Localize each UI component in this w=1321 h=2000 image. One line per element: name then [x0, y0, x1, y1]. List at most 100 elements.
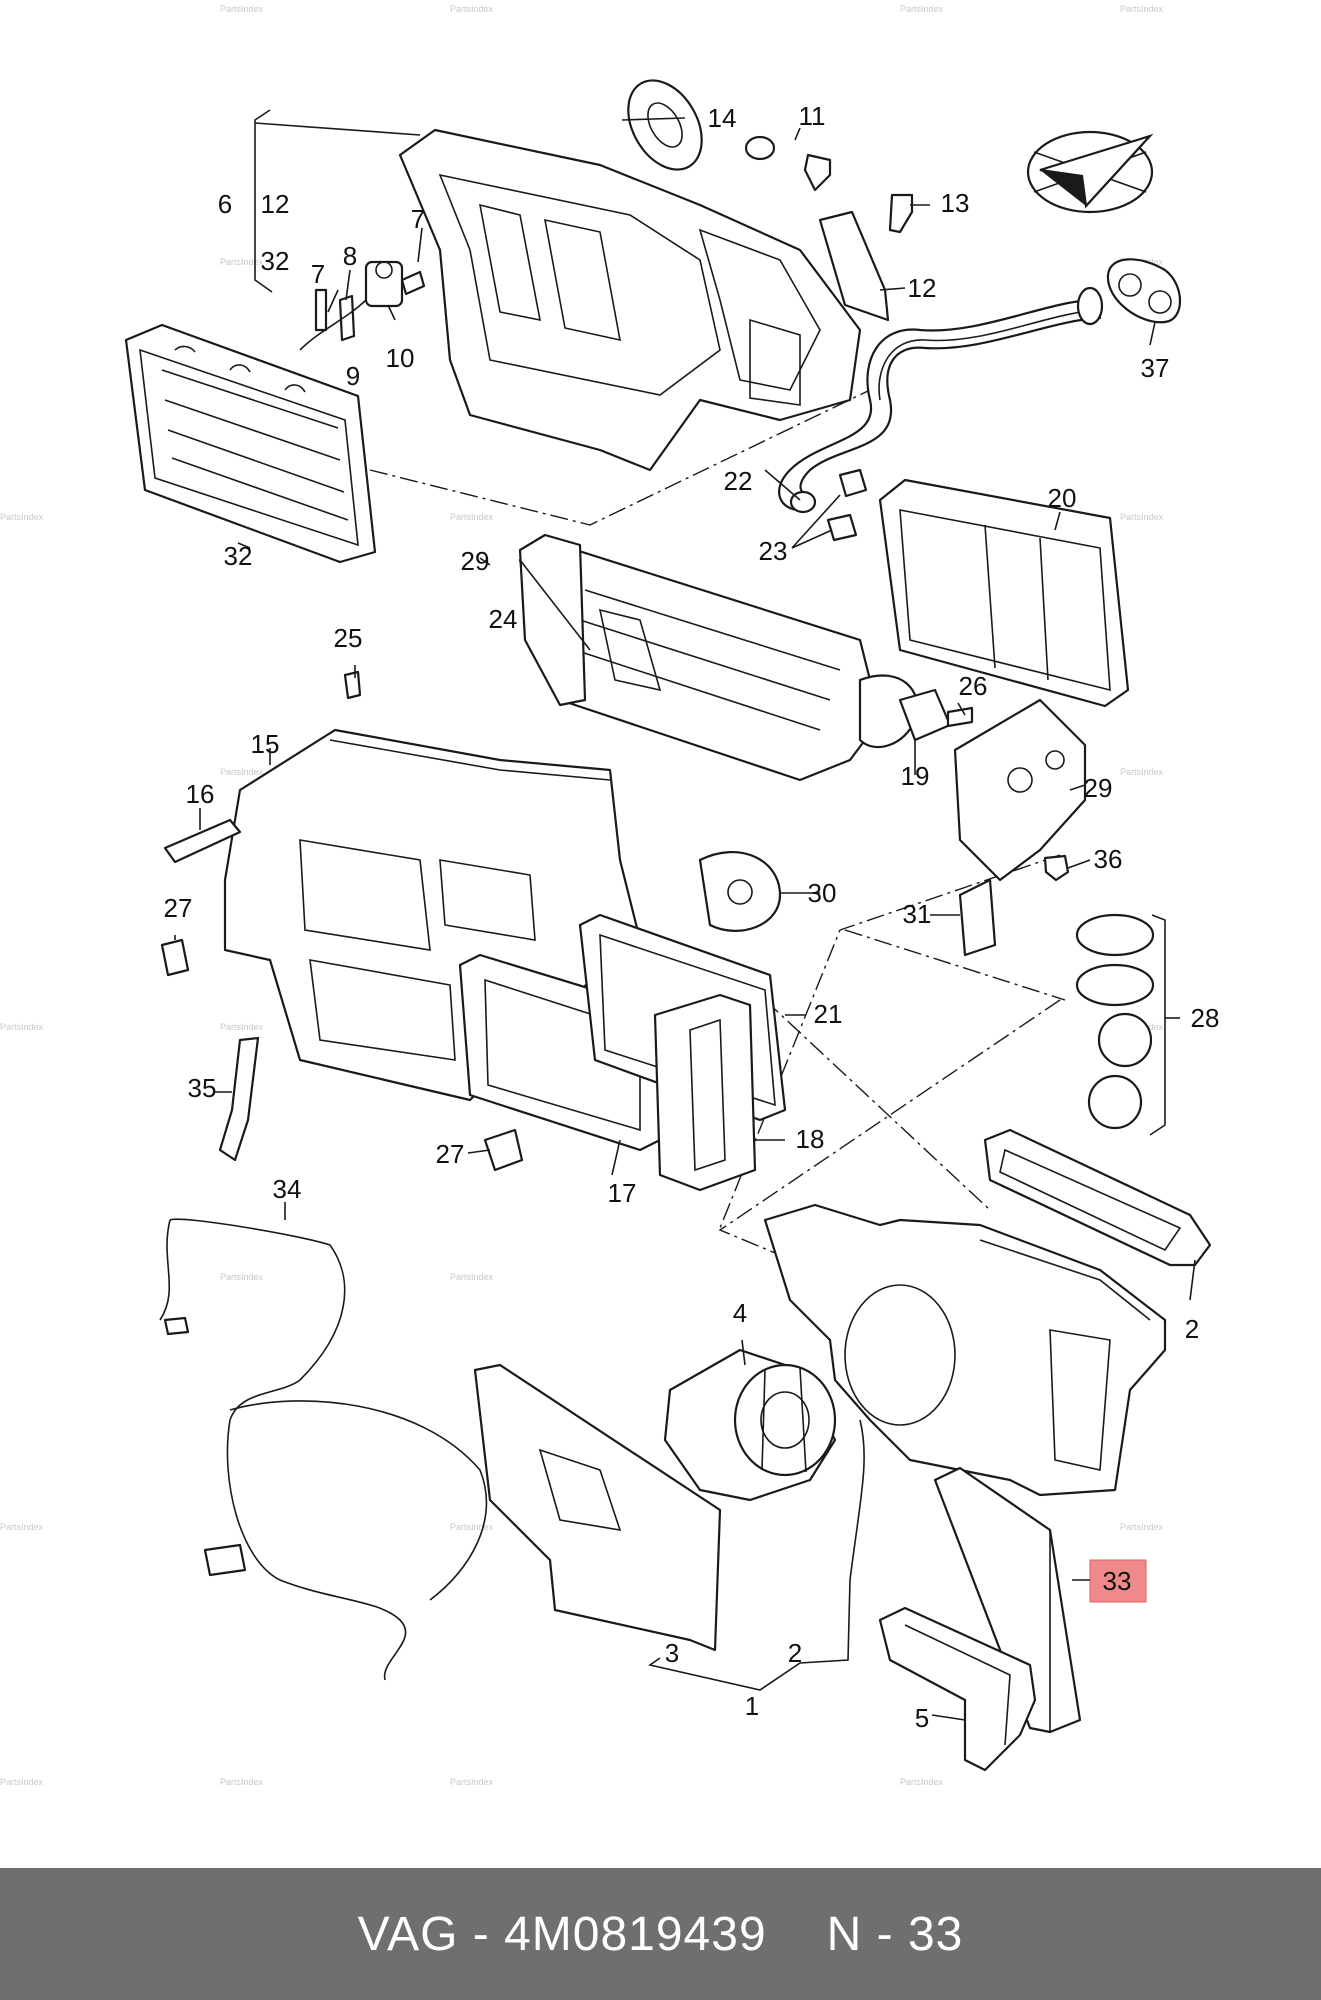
callout-26: 26: [959, 671, 988, 701]
callout-20: 20: [1048, 483, 1077, 513]
callout-4: 4: [733, 1298, 747, 1328]
watermark: PartsIndex: [450, 512, 494, 522]
heater-core: [878, 478, 1130, 708]
watermark: PartsIndex: [220, 4, 264, 14]
pipe-seal: [1106, 258, 1181, 324]
expansion-valve: [299, 260, 426, 351]
side-panel-left: [518, 533, 587, 707]
callout-25: 25: [334, 623, 363, 653]
grommet: [627, 79, 703, 171]
blower-housing: [763, 1203, 1167, 1497]
actuator-27a: [160, 938, 190, 977]
callout-11: 11: [799, 101, 826, 131]
pipe-clips: [826, 468, 868, 542]
watermark: PartsIndex: [220, 1022, 264, 1032]
blower-motor: [663, 1348, 837, 1502]
callout-21: 21: [814, 999, 843, 1029]
screw-26: [946, 706, 974, 728]
brand-name: VAG: [357, 1907, 459, 1961]
frame-18: [653, 993, 757, 1192]
callout-12: 12: [261, 189, 290, 219]
watermark: PartsIndex: [220, 767, 264, 777]
highlight-box: [1089, 1559, 1147, 1603]
evaporator-core: [124, 323, 377, 564]
gear-set: [1075, 913, 1155, 1130]
watermark: PartsIndex: [0, 512, 44, 522]
screw-36: [1043, 854, 1070, 882]
callout-2-b: 2: [1185, 1314, 1199, 1344]
assembly-lines: [369, 389, 1066, 1256]
diagram-position: N - 33: [826, 1907, 964, 1961]
watermark: PartsIndex: [220, 257, 264, 267]
callout-36: 36: [1094, 844, 1123, 874]
callout-32-b: 32: [224, 541, 253, 571]
callout-5: 5: [915, 1703, 929, 1733]
callout-29-b: 29: [1084, 773, 1113, 803]
callout-16: 16: [186, 779, 215, 809]
bracket-12: [818, 210, 890, 322]
callout-28: 28: [1191, 1003, 1220, 1033]
watermark: PartsIndex: [220, 1777, 264, 1787]
watermark: PartsIndex: [1120, 512, 1164, 522]
watermark: PartsIndex: [0, 1022, 44, 1032]
side-panel-right: [953, 698, 1087, 882]
callout-9: 9: [346, 361, 360, 391]
callout-13: 13: [941, 188, 970, 218]
callout-34: 34: [273, 1174, 302, 1204]
watermark: PartsIndex: [450, 1522, 494, 1532]
callout-7: 7: [411, 204, 425, 234]
actuator-27b: [483, 1128, 524, 1172]
callout-14: 14: [708, 103, 737, 133]
direction-arrow-icon: [1026, 130, 1154, 214]
frame-seal: [983, 1128, 1212, 1267]
wiring-harness: [159, 1218, 488, 1681]
brand-separator: -: [458, 1907, 505, 1961]
callout-10: 10: [386, 343, 415, 373]
callout-31: 31: [903, 899, 932, 929]
coolant-pipes: [778, 286, 1104, 514]
callout-24: 24: [489, 604, 518, 634]
callout-35: 35: [188, 1073, 217, 1103]
watermark: PartsIndex: [1120, 767, 1164, 777]
watermark: PartsIndex: [450, 1272, 494, 1282]
watermark: PartsIndex: [0, 1522, 44, 1532]
callout-22: 22: [724, 466, 753, 496]
callout-18: 18: [796, 1124, 825, 1154]
callout-6: 6: [218, 189, 232, 219]
watermark: PartsIndex: [0, 1777, 44, 1787]
watermark: PartsIndex: [450, 1777, 494, 1787]
watermark: PartsIndex: [1120, 1522, 1164, 1532]
sensor-13: [888, 193, 914, 234]
callout-27: 27: [164, 893, 193, 923]
watermark: PartsIndex: [450, 4, 494, 14]
watermark: PartsIndex: [1120, 4, 1164, 14]
callout-37: 37: [1141, 353, 1170, 383]
callout-30: 30: [808, 878, 837, 908]
sensor-11: [744, 135, 832, 192]
callout-2: 2: [788, 1638, 802, 1668]
lever-16: [163, 818, 242, 864]
cable-35: [218, 1036, 260, 1162]
cabin-filter: [933, 1466, 1082, 1734]
watermark: PartsIndex: [220, 1272, 264, 1282]
bracket-31: [958, 878, 997, 957]
callout-12-b: 12: [908, 273, 937, 303]
watermark: PartsIndex: [900, 1777, 944, 1787]
parts-diagram: PartsIndex PartsIndex PartsIndex PartsIn…: [0, 4, 1220, 1787]
clip-25: [343, 670, 362, 700]
watermark: PartsIndex: [900, 4, 944, 14]
callout-19: 19: [901, 761, 930, 791]
callout-33: 33: [1103, 1566, 1132, 1596]
callout-7-b: 7: [311, 259, 325, 289]
actuator-30: [698, 851, 782, 932]
callout-1: 1: [745, 1691, 759, 1721]
callout-3: 3: [665, 1638, 679, 1668]
callout-27-b: 27: [436, 1139, 465, 1169]
callout-23: 23: [759, 536, 788, 566]
flap-assembly: [518, 543, 952, 782]
callout-8: 8: [343, 241, 357, 271]
callout-15: 15: [251, 729, 280, 759]
upper-housing: [398, 128, 862, 472]
callout-32: 32: [261, 246, 290, 276]
